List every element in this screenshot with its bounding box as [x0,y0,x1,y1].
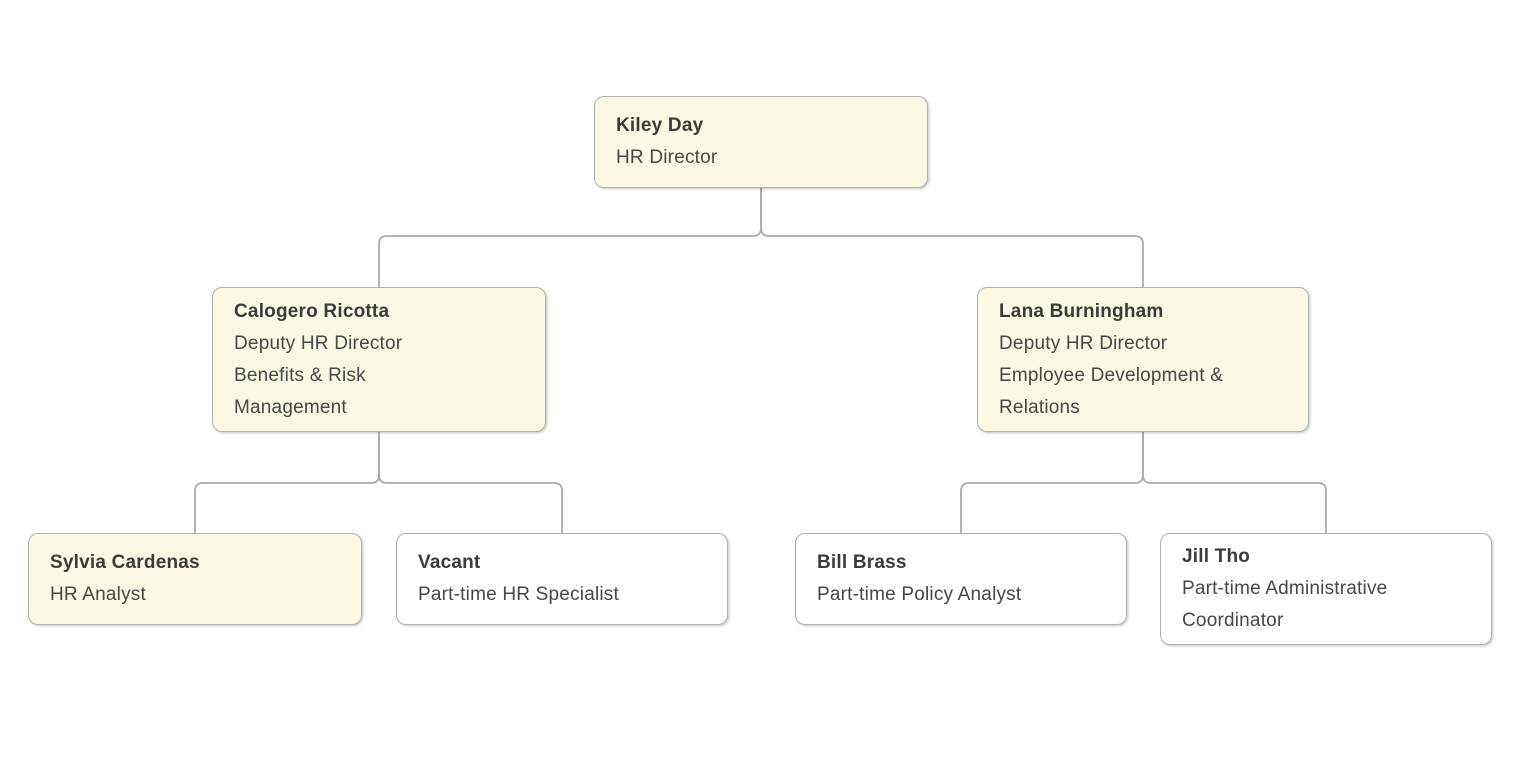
org-node-calogero-ricotta[interactable]: Calogero Ricotta Deputy HR Director Bene… [212,287,546,432]
node-name: Vacant [418,552,481,573]
connector-kiley-to-lana [760,185,1144,290]
connector-calogero-to-vacant [378,429,563,536]
node-name: Sylvia Cardenas [50,552,200,573]
org-node-bill-brass[interactable]: Bill Brass Part-time Policy Analyst [795,533,1127,625]
node-name: Kiley Day [616,115,704,136]
node-name: Jill Tho [1182,546,1251,567]
org-node-sylvia-cardenas[interactable]: Sylvia Cardenas HR Analyst [28,533,362,625]
node-role: Part-time Administrative Coordinator [1182,578,1388,631]
node-role: Part-time Policy Analyst [817,584,1022,605]
connector-lana-to-bill [960,429,1144,536]
node-role: Deputy HR Director Employee Development … [999,332,1224,418]
node-role: Part-time HR Specialist [418,584,619,605]
node-name: Lana Burningham [999,300,1164,322]
node-role: HR Director [616,147,718,168]
org-node-vacant[interactable]: Vacant Part-time HR Specialist [396,533,728,625]
connector-lana-to-jill [1142,429,1327,536]
node-name: Bill Brass [817,552,907,573]
org-node-lana-burningham[interactable]: Lana Burningham Deputy HR Director Emplo… [977,287,1309,432]
node-role: HR Analyst [50,584,146,605]
connector-calogero-to-sylvia [194,429,380,536]
node-role: Deputy HR Director Benefits & Risk Manag… [234,332,403,418]
node-name: Calogero Ricotta [234,300,390,322]
org-node-jill-tho[interactable]: Jill Tho Part-time Administrative Coordi… [1160,533,1492,645]
org-node-kiley-day[interactable]: Kiley Day HR Director [594,96,928,188]
connector-kiley-to-calogero [378,185,762,290]
